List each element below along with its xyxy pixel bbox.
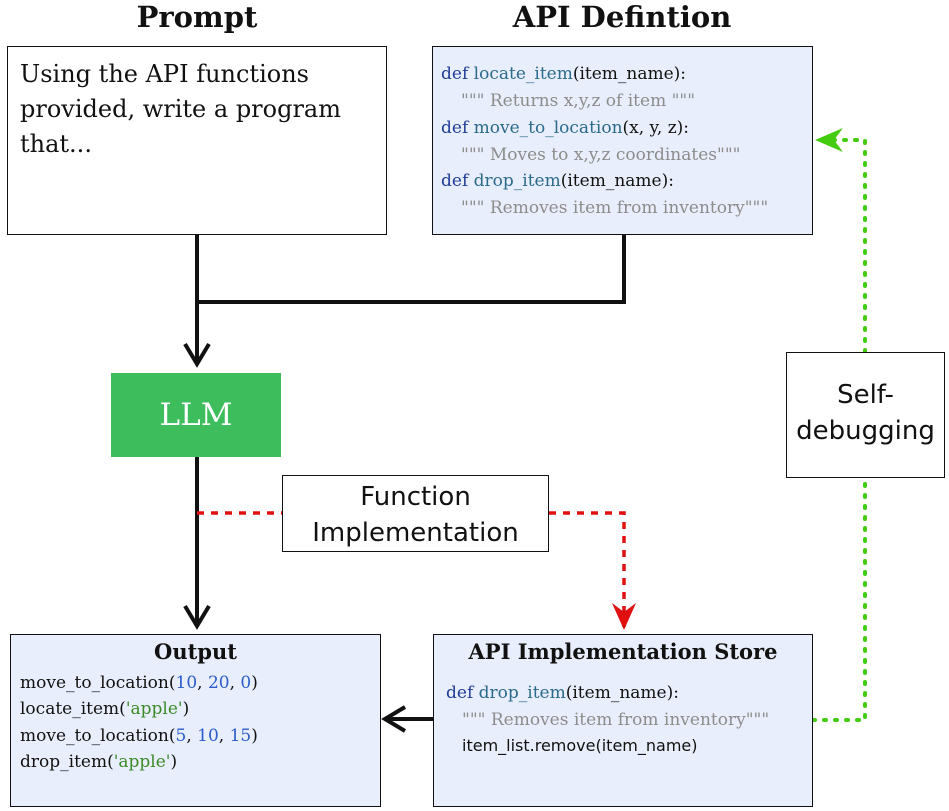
function-impl-arrowhead bbox=[612, 603, 636, 630]
prompt-text: Using the API functions provided, write … bbox=[20, 60, 341, 158]
self-debugging-line-2: debugging bbox=[796, 416, 935, 446]
api-definition-box: def locate_item(item_name): """ Returns … bbox=[432, 46, 813, 235]
output-box: Output move_to_location(10, 20, 0) locat… bbox=[10, 634, 381, 807]
function-args: (item_name): bbox=[560, 171, 674, 191]
def-keyword: def bbox=[446, 683, 474, 703]
self-debug-dotted-upper bbox=[820, 138, 867, 354]
function-args: (item_name): bbox=[565, 683, 679, 703]
output-function: locate_item( bbox=[20, 699, 126, 719]
function-name: move_to_location bbox=[473, 118, 623, 138]
def-keyword: def bbox=[441, 64, 469, 84]
api-def-docstring-2: """ Moves to x,y,z coordinates""" bbox=[461, 145, 741, 165]
api-def-line-2: def move_to_location(x, y, z): bbox=[441, 118, 689, 138]
api-def-docstring-3: """ Removes item from inventory""" bbox=[461, 198, 769, 218]
output-close: ) bbox=[170, 752, 178, 772]
store-title: API Implementation Store bbox=[468, 639, 778, 664]
api-def-docstring-1: """ Returns x,y,z of item """ bbox=[461, 91, 696, 111]
output-close: ) bbox=[251, 726, 258, 746]
output-close: ) bbox=[182, 699, 190, 719]
store-body: item_list.remove(item_name) bbox=[462, 736, 698, 755]
def-keyword: def bbox=[441, 171, 469, 191]
output-line-2: locate_item('apple') bbox=[20, 699, 189, 719]
api-definition-title: API Defintion bbox=[512, 0, 732, 34]
prompt-box: Using the API functions provided, write … bbox=[7, 46, 387, 235]
self-debugging-line-1: Self- bbox=[837, 380, 894, 410]
output-title: Output bbox=[154, 639, 237, 664]
function-args: (x, y, z): bbox=[622, 118, 690, 138]
output-arrowhead bbox=[183, 604, 211, 630]
function-implementation-label: Function Implementation bbox=[282, 475, 549, 552]
function-args: (item_name): bbox=[572, 64, 687, 84]
output-function: move_to_location( bbox=[20, 726, 176, 746]
function-name: locate_item bbox=[473, 64, 573, 84]
api-def-connector bbox=[197, 235, 626, 304]
self-debug-arrowhead bbox=[815, 128, 843, 152]
output-number: 10 bbox=[197, 726, 219, 746]
output-line-4: drop_item('apple') bbox=[20, 752, 177, 772]
output-number: 10 bbox=[175, 673, 198, 693]
store-def-line: def drop_item(item_name): bbox=[446, 683, 679, 703]
function-impl-dashed-right bbox=[549, 511, 626, 628]
output-line-3: move_to_location(5, 10, 15) bbox=[20, 726, 258, 746]
self-debug-dotted-lower bbox=[811, 476, 867, 722]
def-keyword: def bbox=[441, 118, 469, 138]
prompt-title: Prompt bbox=[136, 0, 258, 34]
llm-box: LLM bbox=[111, 373, 281, 457]
store-output-arrowhead bbox=[381, 705, 407, 733]
output-line-1: move_to_location(10, 20, 0) bbox=[20, 673, 258, 693]
output-function: drop_item( bbox=[20, 752, 114, 772]
output-number: 15 bbox=[229, 726, 252, 746]
store-docstring: """ Removes item from inventory""" bbox=[462, 710, 770, 730]
output-number: 5 bbox=[175, 726, 187, 746]
output-function: move_to_location( bbox=[20, 673, 176, 693]
output-string: 'apple' bbox=[113, 752, 171, 772]
output-close: ) bbox=[251, 673, 258, 693]
self-debugging-label: Self- debugging bbox=[786, 352, 945, 478]
function-name: drop_item bbox=[473, 171, 561, 191]
api-def-line-3: def drop_item(item_name): bbox=[441, 171, 674, 191]
function-name: drop_item bbox=[478, 683, 566, 703]
api-implementation-store-box: API Implementation Store def drop_item(i… bbox=[433, 634, 813, 807]
llm-input-arrowhead bbox=[183, 342, 211, 368]
function-implementation-line-2: Implementation bbox=[312, 518, 519, 548]
api-def-line-1: def locate_item(item_name): bbox=[441, 64, 686, 84]
function-implementation-line-1: Function bbox=[360, 482, 471, 512]
output-number: 0 bbox=[240, 673, 252, 693]
output-string: 'apple' bbox=[125, 699, 183, 719]
output-number: 20 bbox=[207, 673, 230, 693]
